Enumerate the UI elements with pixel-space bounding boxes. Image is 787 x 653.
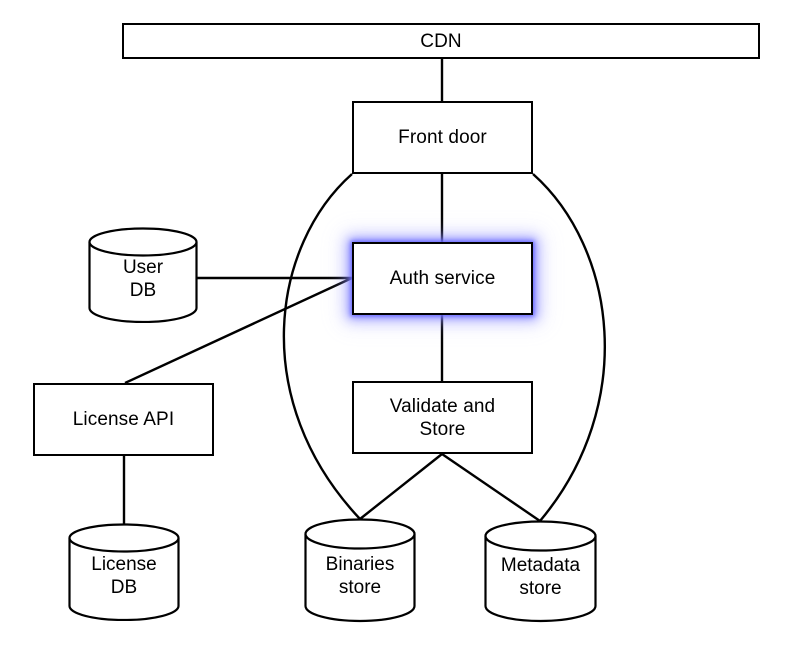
node-license-db-label: License DB bbox=[91, 554, 157, 598]
node-validate-and-store-label: Validate and Store bbox=[389, 395, 496, 440]
node-license-api-label: License API bbox=[72, 409, 175, 430]
edge-front-door-to-metadata-store-curve bbox=[532, 173, 606, 522]
node-validate-and-store[interactable]: Validate and Store bbox=[352, 381, 533, 454]
cylinder-shape bbox=[304, 518, 416, 623]
node-user-db[interactable]: User DB bbox=[88, 227, 198, 323]
edge-front-door-to-binaries-store-curve bbox=[282, 173, 361, 520]
node-front-door[interactable]: Front door bbox=[352, 101, 533, 174]
cylinder-shape bbox=[68, 523, 180, 621]
edge-validate-and-store-to-metadata-store bbox=[441, 453, 541, 522]
node-front-door-label: Front door bbox=[398, 127, 487, 148]
node-license-api[interactable]: License API bbox=[33, 383, 214, 456]
node-license-db[interactable]: License DB bbox=[68, 523, 180, 621]
edge-validate-and-store-to-binaries-store bbox=[359, 453, 443, 520]
node-cdn-label: CDN bbox=[420, 30, 462, 52]
node-auth-service[interactable]: Auth service bbox=[352, 242, 533, 315]
node-user-db-label: User DB bbox=[122, 257, 164, 301]
node-metadata-store-label: Metadata store bbox=[500, 555, 581, 599]
cylinder-shape bbox=[88, 227, 198, 323]
cylinder-shape bbox=[484, 520, 597, 623]
node-cdn[interactable]: CDN bbox=[122, 23, 760, 59]
node-auth-service-label: Auth service bbox=[389, 268, 496, 289]
node-binaries-store-label: Binaries store bbox=[325, 554, 395, 598]
edge-license-api-to-auth-service bbox=[124, 276, 353, 385]
node-binaries-store[interactable]: Binaries store bbox=[304, 518, 416, 623]
node-metadata-store[interactable]: Metadata store bbox=[484, 520, 597, 623]
